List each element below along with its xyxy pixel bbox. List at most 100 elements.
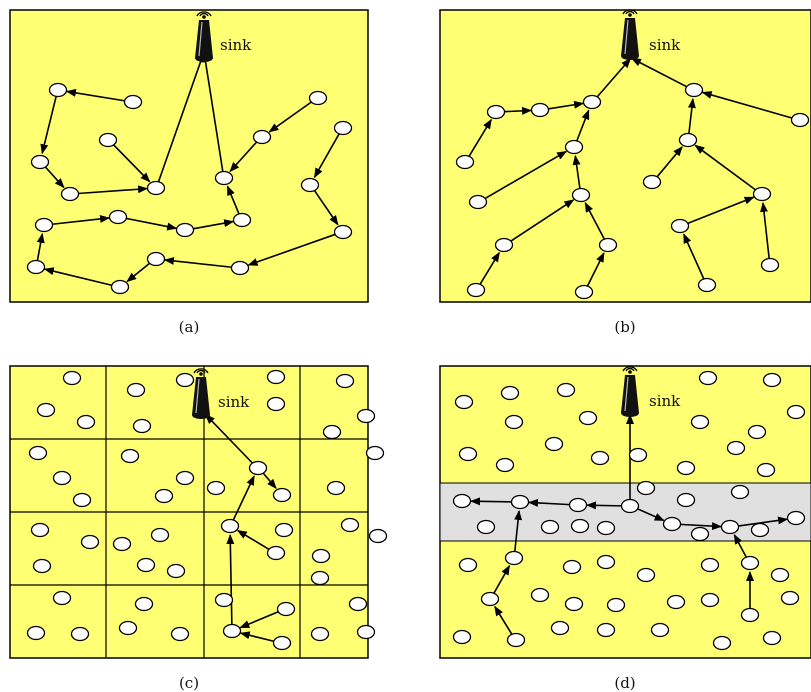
sensor-node (311, 548, 331, 564)
sensor-node (175, 222, 195, 238)
route-arrow (572, 154, 581, 189)
route-arrow (547, 100, 585, 110)
route-arrow (585, 501, 623, 510)
sensor-node (636, 480, 656, 496)
sensor-node (356, 408, 376, 424)
sensor-node (578, 410, 598, 426)
sensor-node (570, 518, 590, 534)
sensor-node (340, 517, 360, 533)
sensor-node (562, 559, 582, 575)
panel-a-edges (36, 51, 340, 287)
sink-label: sink (649, 392, 681, 410)
sensor-node (596, 520, 616, 536)
sensor-node (335, 373, 355, 389)
sensor-node (620, 498, 640, 514)
sensor-node (175, 470, 195, 486)
sensor-node (110, 279, 130, 295)
panel-b-nodes (455, 82, 810, 300)
sensor-node (628, 447, 648, 463)
sensor-node (455, 154, 475, 170)
sensor-node (740, 607, 760, 623)
sink-label: sink (218, 393, 250, 411)
sensor-node (712, 635, 732, 651)
panel-c-nodes (26, 369, 388, 651)
sensor-node (80, 534, 100, 550)
sensor-node (230, 260, 250, 276)
sensor-node (365, 445, 385, 461)
sensor-node (368, 528, 388, 544)
sensor-node (146, 180, 166, 196)
route-arrow (760, 201, 770, 259)
sensor-node (666, 594, 686, 610)
sink-icon (621, 366, 639, 417)
sensor-node (76, 414, 96, 430)
sensor-node (333, 120, 353, 136)
sensor-node (747, 424, 767, 440)
route-arrow (656, 146, 683, 178)
route-arrow (683, 233, 705, 279)
sensor-node (530, 102, 550, 118)
sensor-node (510, 494, 530, 510)
route-arrow (527, 498, 571, 507)
sensor-node (126, 382, 146, 398)
sensor-node (690, 526, 710, 542)
route-arrow (239, 631, 275, 643)
sensor-node (684, 82, 704, 98)
sensor-node (790, 112, 810, 128)
route-arrow (586, 252, 605, 287)
caption-a: (a) (179, 318, 200, 336)
sensor-node (760, 257, 780, 273)
route-arrow (687, 196, 755, 225)
sensor-node (544, 436, 564, 452)
sensor-node (30, 154, 50, 170)
panel-d-nodes (452, 370, 806, 651)
sensor-node (26, 259, 46, 275)
route-arrow (192, 219, 235, 230)
sensor-node (333, 224, 353, 240)
panel-d-edges (469, 414, 789, 635)
route-arrow (268, 101, 312, 133)
sensor-node (676, 492, 696, 508)
sensor-node (452, 493, 472, 509)
route-arrow (694, 144, 757, 191)
sensor-node (598, 237, 618, 253)
route-arrow (113, 144, 151, 183)
sensor-node (170, 626, 190, 642)
sensor-node (740, 555, 760, 571)
sensor-node (166, 563, 186, 579)
sensor-node (506, 632, 526, 648)
sensor-node (564, 139, 584, 155)
route-arrow (229, 141, 258, 173)
route-arrow (226, 533, 235, 625)
sensor-node (70, 626, 90, 642)
route-arrow (679, 522, 723, 531)
route-arrow (236, 529, 270, 551)
caption-b: (b) (614, 318, 635, 336)
sensor-node (120, 448, 140, 464)
route-arrow (687, 97, 696, 134)
sensor-node (500, 385, 520, 401)
route-arrow (226, 185, 240, 214)
route-arrow (163, 256, 233, 269)
sensor-node (48, 82, 68, 98)
route-arrow (247, 233, 336, 266)
route-arrow (733, 533, 747, 558)
sensor-node (276, 601, 296, 617)
sensor-node (222, 623, 242, 639)
sensor-node (730, 484, 750, 500)
sensor-node (274, 522, 294, 538)
sink-icon (195, 11, 213, 62)
sensor-node (348, 596, 368, 612)
sensor-node (34, 217, 54, 233)
sensor-node (458, 557, 478, 573)
route-arrow (510, 199, 575, 242)
sensor-node (310, 570, 330, 586)
route-arrow (469, 497, 513, 506)
sensor-node (175, 372, 195, 388)
sink-icon (621, 9, 639, 60)
sink-arrow (157, 51, 205, 182)
panel-c: sink (9, 365, 388, 659)
sensor-node (480, 591, 500, 607)
sensor-node (690, 414, 710, 430)
sensor-node (606, 597, 626, 613)
